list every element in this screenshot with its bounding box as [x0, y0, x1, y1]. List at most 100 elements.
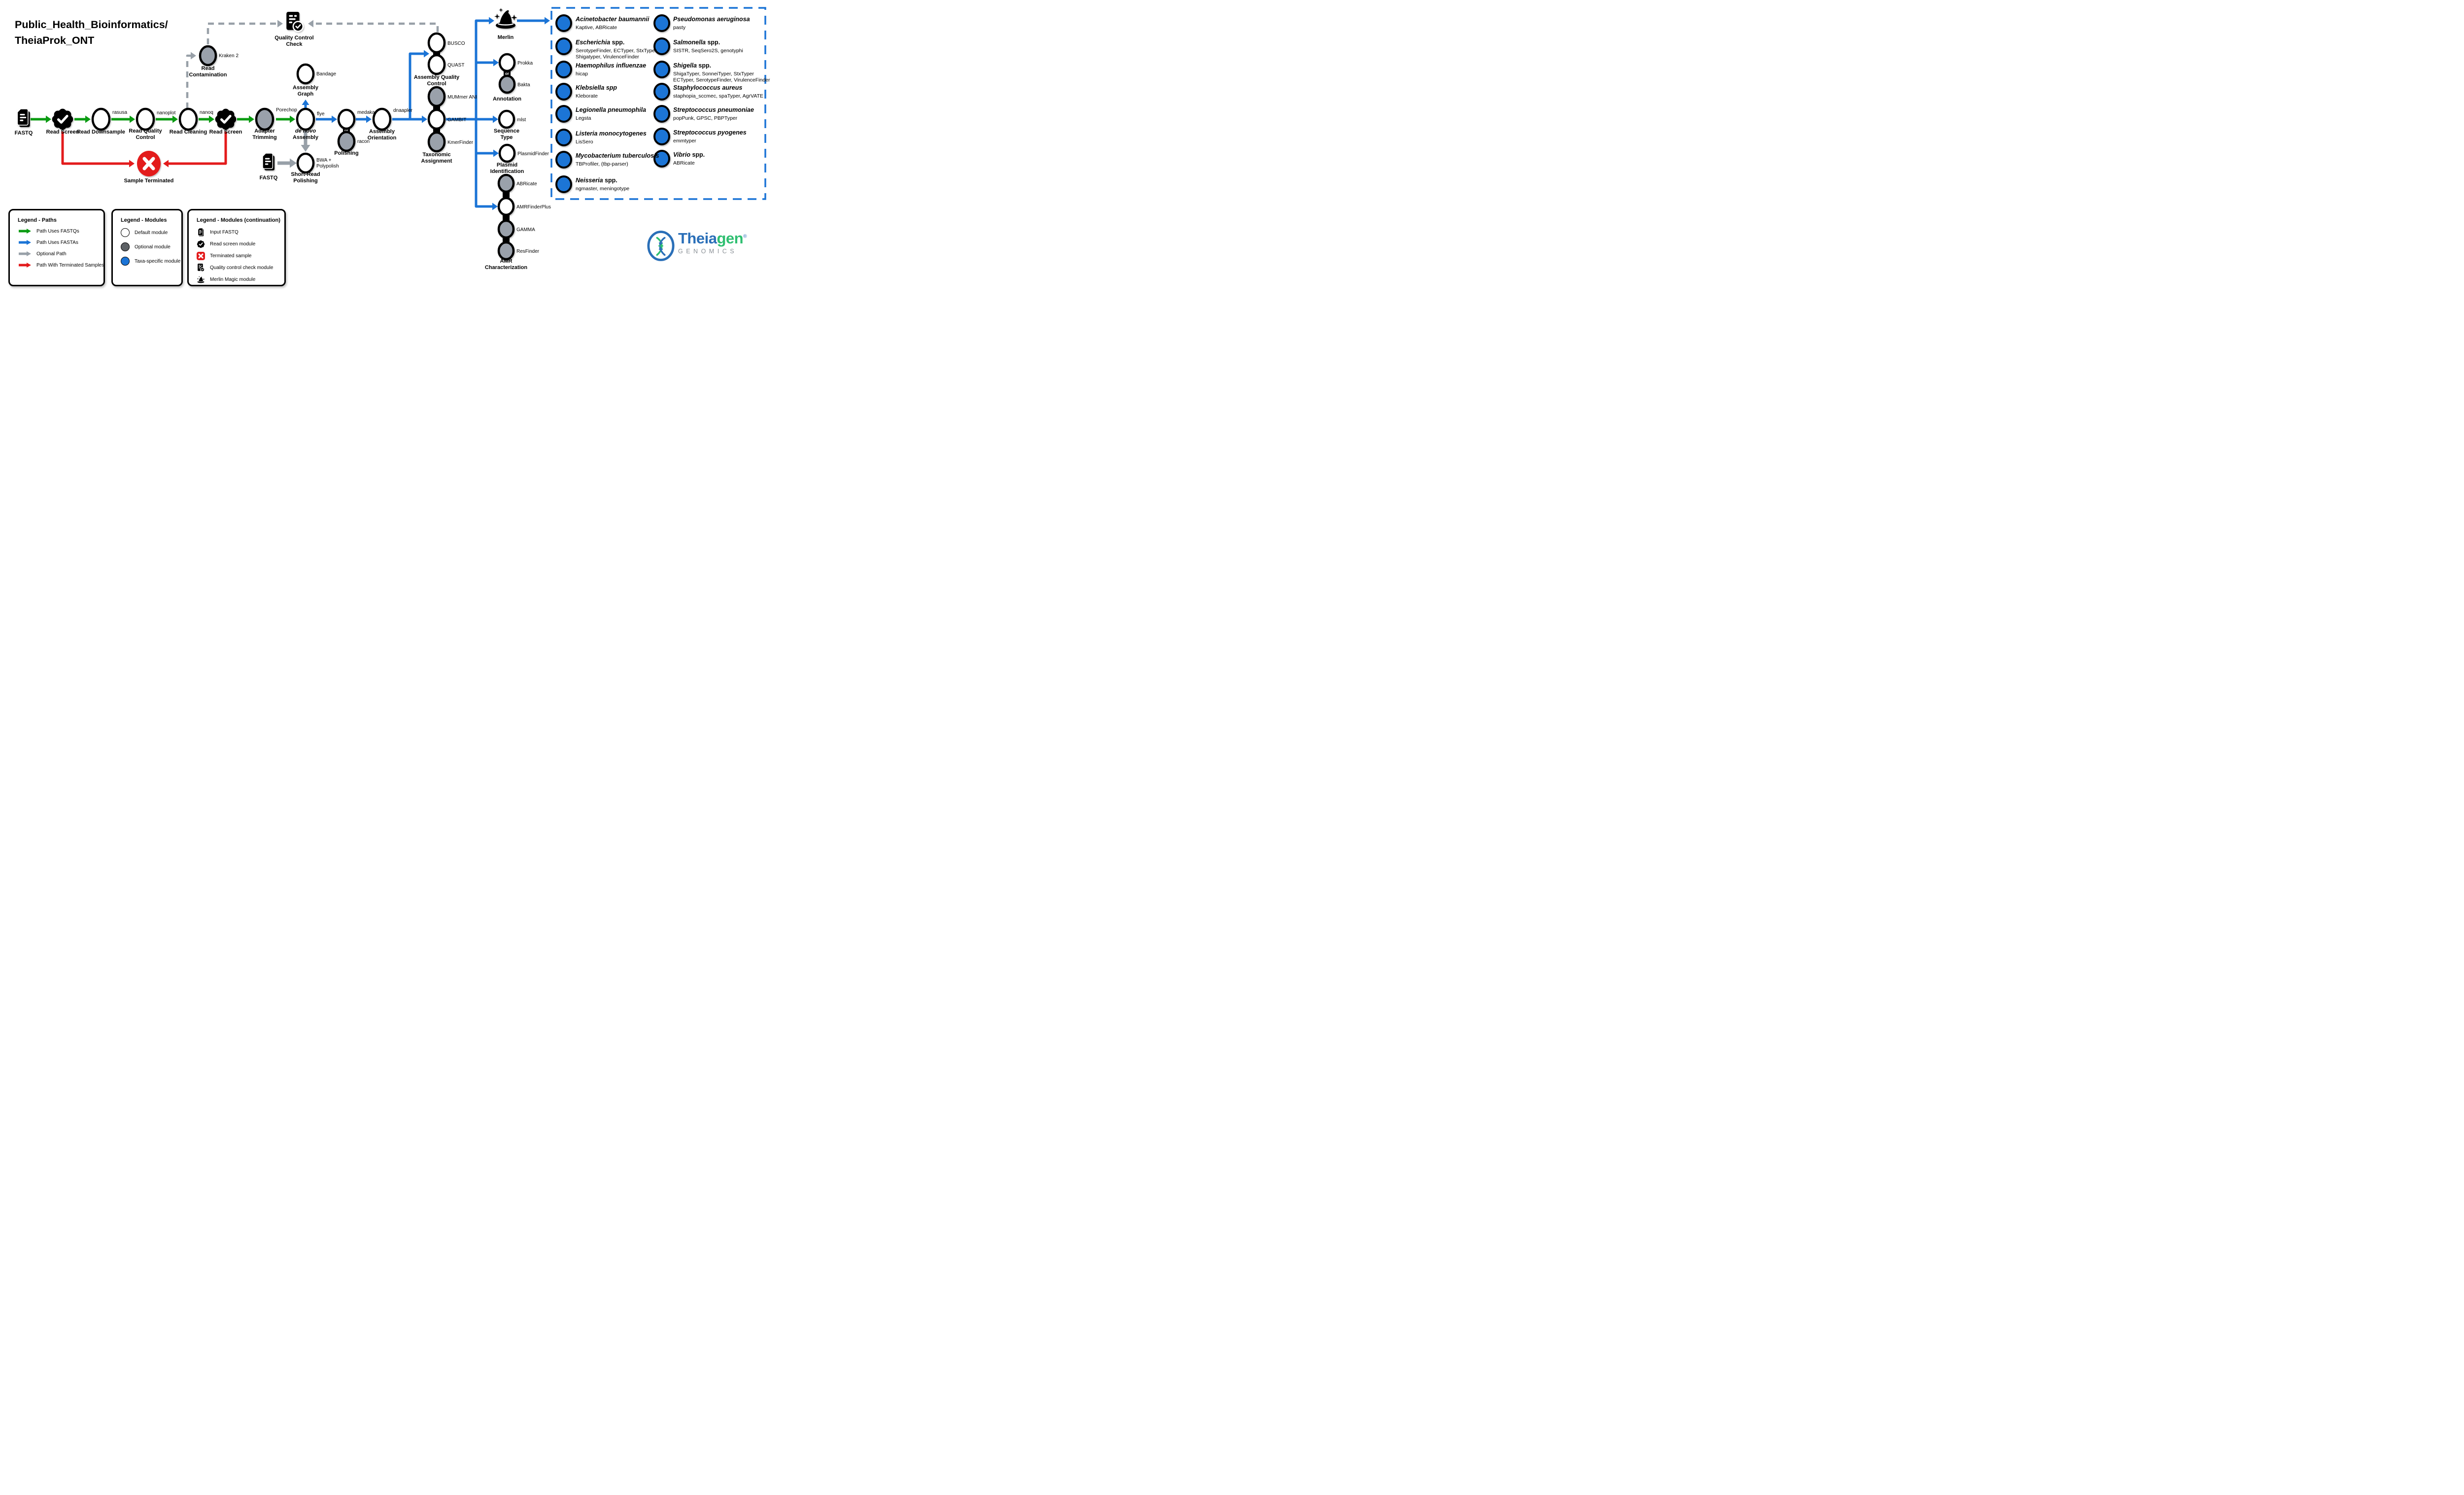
tool-label-abricate: ABRicate: [516, 181, 537, 187]
species-name: Pseudomonas aeruginosa: [673, 16, 750, 23]
page-title: Public_Health_Bioinformatics/ TheiaProk_…: [15, 17, 168, 49]
species-tools: staphopia_sccmec, spaTyper, AgrVATE: [673, 93, 763, 99]
species-name: Haemophilus influenzae: [576, 62, 646, 69]
legend-module-label: Taxa-specific module: [135, 258, 181, 264]
node-label-bakta: Annotation: [493, 96, 521, 102]
module-circle-swatch: [121, 228, 130, 237]
species-item: [653, 105, 670, 123]
edge-fastq2-to-shortread: [277, 158, 297, 168]
node-bakta: [498, 74, 516, 94]
species-tools: Legsta: [576, 115, 591, 121]
edge-readscreen2-to-adapter: [237, 115, 254, 123]
node-de-novo-assembly: [296, 107, 315, 131]
node-polishing-medaka: [337, 108, 356, 130]
icon-label-input-fastq-2: FASTQ: [260, 175, 278, 181]
node-sample-terminated: [137, 151, 161, 176]
species-tools: LisSero: [576, 139, 593, 145]
legend-module-item: Optional module: [121, 242, 181, 251]
tool-label-adapter-trimming: Porechop: [276, 107, 297, 113]
edge-downsample-to-rqc: [111, 115, 135, 123]
legend-module2-item: Terminated sample: [197, 252, 284, 260]
edge-cleaning-to-kraken: [186, 52, 196, 108]
edge-trunk-to-annotation: [476, 59, 499, 67]
edge-denovo-to-assemblygraph: [302, 100, 309, 109]
page-title-line2: TheiaProk_ONT: [15, 34, 95, 47]
species-name: Klebsiella spp: [576, 84, 617, 91]
badge-icon: [197, 240, 205, 248]
edge-cleaning-to-readscreen2: [199, 115, 214, 123]
qcc-icon: [197, 264, 205, 272]
node-assembly-orientation: [372, 107, 392, 131]
node-busco: [427, 32, 446, 54]
theiagen-logo: Theiagen® GENOMICS: [647, 231, 747, 261]
species-name: Listeria monocytogenes: [576, 130, 647, 137]
svg-text:or: or: [505, 71, 509, 76]
species-tools: emmtyper: [673, 138, 696, 144]
legend-module2-label: Terminated sample: [210, 253, 252, 259]
icon-merlin: [493, 8, 518, 30]
svg-text:or: or: [344, 128, 348, 133]
legend-path-label: Path With Terminated Samples: [36, 262, 104, 268]
species-item: [555, 151, 572, 169]
theiagen-dna-icon: [647, 231, 675, 261]
module-circle-swatch: [121, 242, 130, 251]
legend-module2-item: Read screen module: [197, 240, 284, 248]
tool-label-plasmidfinder: PlasmidFinder: [517, 151, 549, 157]
icon-read-screen-2: [213, 107, 238, 131]
tool-label-bakta: Bakta: [517, 82, 530, 88]
tool-label-read-contamination: Kraken 2: [219, 53, 239, 59]
species-tools: Kaptive, ABRicate: [576, 25, 617, 31]
node-short-read-polishing: [296, 152, 315, 174]
theiagen-wordmark: Theiagen®: [678, 230, 747, 247]
node-kmerfinder: [427, 131, 446, 153]
species-tools: Kleborate: [576, 93, 598, 99]
nodes-layer: or or: [17, 7, 766, 261]
tool-label-assembly-graph: Bandage: [316, 71, 336, 77]
legend-path-item: Optional Path: [18, 251, 103, 257]
icon-label-merlin: Merlin: [498, 34, 514, 40]
tool-label-mummer-ani: MUMmer ANI: [447, 95, 477, 100]
edges-layer: [31, 17, 550, 210]
edge-orientation-to-gambit: [392, 115, 427, 123]
path-arrow-swatch: [19, 240, 31, 245]
species-item: [555, 37, 572, 55]
icon-label-read-screen-1: Read Screen: [46, 129, 79, 135]
tool-label-gamma: GAMMA: [516, 227, 535, 233]
edge-aqc-to-qcc: [308, 20, 439, 32]
species-item: [555, 105, 572, 123]
species-item: [653, 150, 670, 168]
merlin-icon: [197, 275, 205, 283]
node-gamma: [497, 219, 515, 239]
species-item: [653, 14, 670, 32]
terminated-icon: [197, 252, 205, 260]
tool-label-resfinder: ResFinder: [516, 249, 540, 254]
species-item: [555, 61, 572, 78]
species-item: [653, 83, 670, 101]
icon-quality-control-check: [285, 12, 304, 32]
species-name: Escherichia spp.: [576, 39, 624, 46]
icon-label-read-screen-2: Read Screen: [209, 129, 242, 135]
module-circle-swatch: [121, 257, 130, 266]
species-item: [555, 14, 572, 32]
tool-label-prokka: Prokka: [517, 61, 533, 66]
tool-label-polishing-medaka: medaka: [357, 110, 375, 115]
species-name: Streptococcus pneumoniae: [673, 106, 754, 113]
icon-read-screen-1: [50, 107, 74, 131]
species-tools: ABRicate: [673, 160, 695, 166]
species-tools: hicap: [576, 71, 588, 77]
legend-module2-label: Input FASTQ: [210, 230, 239, 235]
